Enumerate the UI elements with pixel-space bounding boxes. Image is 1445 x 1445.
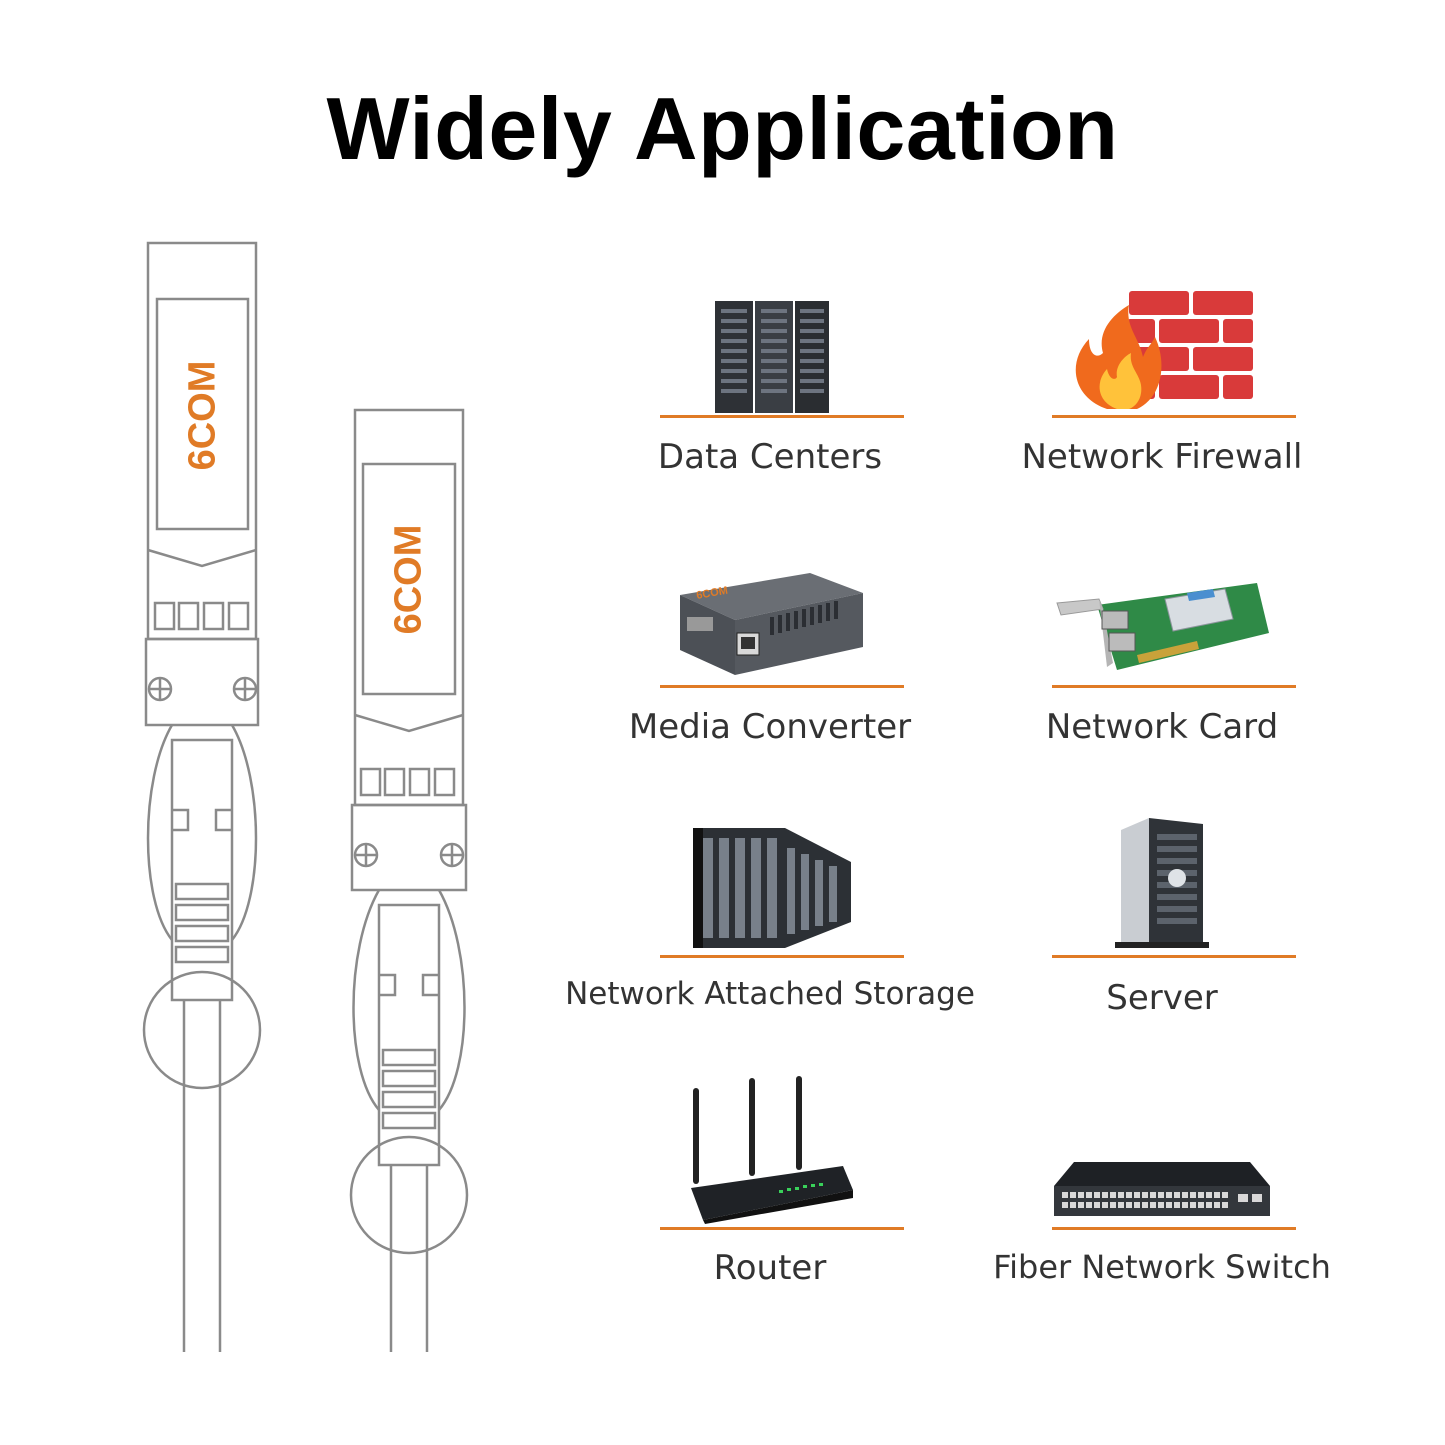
divider xyxy=(660,955,904,958)
divider xyxy=(660,1227,904,1230)
application-label: Server xyxy=(1106,978,1218,1018)
application-label: Media Converter xyxy=(628,707,912,747)
media-converter-icon: 6COM xyxy=(600,565,940,680)
application-fiber-switch: Fiber Network Switch xyxy=(992,1072,1332,1322)
brand-logo-left: 6COM xyxy=(181,360,224,471)
nas-icon xyxy=(600,824,940,949)
divider xyxy=(1052,1227,1296,1230)
application-label: Network Firewall xyxy=(1021,437,1303,477)
application-network-firewall: Network Firewall xyxy=(992,285,1332,535)
application-label: Data Centers xyxy=(657,437,883,477)
firewall-icon xyxy=(992,287,1332,412)
dac-cable-illustration xyxy=(142,241,469,1352)
server-rack-icon xyxy=(600,295,940,415)
network-card-icon xyxy=(992,575,1332,675)
divider xyxy=(1052,955,1296,958)
application-label: Fiber Network Switch xyxy=(993,1248,1331,1286)
application-label: Network Card xyxy=(1045,707,1279,747)
divider xyxy=(1052,685,1296,688)
page-title: Widely Application xyxy=(326,79,1119,178)
application-network-card: Network Card xyxy=(992,555,1332,805)
application-label: Network Attached Storage xyxy=(565,976,975,1012)
application-nas: Network Attached Storage xyxy=(565,822,975,1072)
network-switch-icon xyxy=(992,1160,1332,1218)
application-router: Router xyxy=(600,1072,940,1322)
divider xyxy=(1052,415,1296,418)
divider xyxy=(660,685,904,688)
tower-server-icon xyxy=(992,816,1332,950)
svg-text:6COM: 6COM xyxy=(695,585,728,602)
brand-logo-right: 6COM xyxy=(387,524,430,635)
application-label: Router xyxy=(713,1248,827,1288)
application-server: Server xyxy=(992,816,1332,1066)
divider xyxy=(660,415,904,418)
router-icon xyxy=(600,1072,940,1224)
application-media-converter: 6COM Media Converter xyxy=(600,555,940,805)
application-data-centers: Data Centers xyxy=(600,285,940,535)
